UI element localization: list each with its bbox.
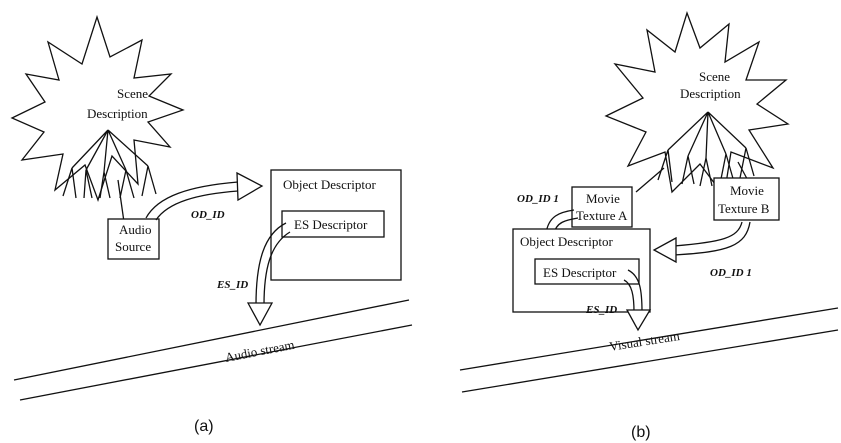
es-descriptor-label: ES Descriptor: [294, 217, 368, 232]
scene-label-line2: Description: [87, 106, 148, 121]
audio-stream-label: Audio stream: [224, 337, 296, 365]
es-id-label: ES_ID: [216, 279, 248, 291]
od-id-label: OD_ID: [191, 209, 225, 221]
panel-b: Scene Description Movie Texture A Movie …: [460, 13, 838, 441]
od-id-arrow-right: [654, 222, 750, 262]
audio-stream: [14, 300, 412, 400]
od-id-label-left: OD_ID 1: [517, 193, 559, 205]
es-id-label-b: ES_ID: [585, 304, 617, 316]
visual-stream-label: Visual stream: [608, 328, 681, 354]
scene-label-line1: Scene: [117, 86, 148, 101]
audio-source-label-line2: Source: [115, 239, 151, 254]
object-descriptor-label: Object Descriptor: [283, 177, 376, 192]
movie-texture-a-line2: Texture A: [576, 208, 628, 223]
scene-description-starburst-b: [606, 13, 788, 196]
od-id-label-right: OD_ID 1: [710, 267, 752, 279]
movie-texture-a-line1: Movie: [586, 191, 620, 206]
caption-a: (a): [194, 418, 214, 435]
scene-label-line2-b: Description: [680, 86, 741, 101]
visual-stream: [460, 308, 838, 392]
es-descriptor-label-b: ES Descriptor: [543, 265, 617, 280]
object-descriptor-label-b: Object Descriptor: [520, 234, 613, 249]
audio-source-label-line1: Audio: [119, 222, 152, 237]
movie-texture-b-line2: Texture B: [718, 201, 770, 216]
movie-texture-b-line1: Movie: [730, 183, 764, 198]
panel-a: Scene Description Audio Source OD_ID Obj…: [12, 17, 412, 435]
caption-b: (b): [631, 424, 651, 441]
scene-label-line1-b: Scene: [699, 69, 730, 84]
